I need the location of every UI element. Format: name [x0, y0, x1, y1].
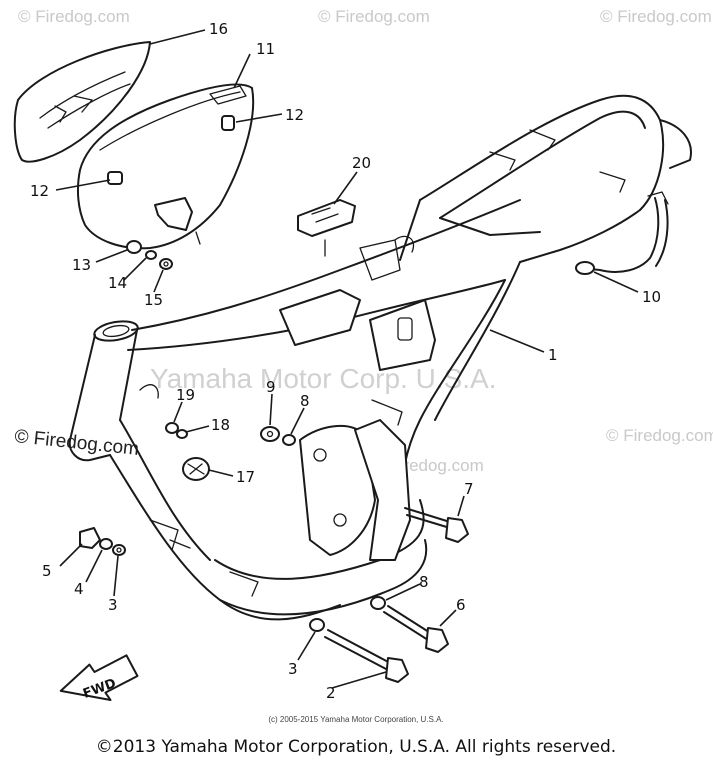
- callout-2: 2: [326, 684, 336, 702]
- callout-11: 11: [256, 40, 275, 58]
- stay-10: [575, 191, 669, 275]
- watermark-right: © Firedog.com: [606, 426, 713, 445]
- nut-washers-5-4-3: [79, 527, 126, 556]
- forward-arrow: FWD: [59, 654, 139, 702]
- callout-12-lower: 12: [30, 182, 49, 200]
- callout-labels: 16 11 12 12 20 13 14 15 10 1 9 8 19 18 1…: [30, 20, 661, 702]
- watermark-left-dark: © Firedog.com: [13, 426, 139, 460]
- washer-bolt-3-2: [309, 618, 409, 683]
- washers-9-8: [260, 426, 296, 446]
- bolt-washer-19-18: [165, 422, 188, 439]
- leader-lines: [55, 29, 639, 689]
- callout-5: 5: [42, 562, 52, 580]
- grommet-17: [182, 457, 210, 481]
- callout-17: 17: [236, 468, 255, 486]
- side-cover-emblem-16: [13, 41, 151, 163]
- callout-15: 15: [144, 291, 163, 309]
- callout-4: 4: [74, 580, 84, 598]
- callout-12-upper: 12: [285, 106, 304, 124]
- callout-3-left: 3: [108, 596, 118, 614]
- callout-9: 9: [266, 378, 276, 396]
- callout-20: 20: [352, 154, 371, 172]
- callout-1: 1: [548, 346, 558, 364]
- main-frame-1: [68, 94, 692, 621]
- fasteners-13-14-15: [126, 240, 173, 270]
- callout-6: 6: [456, 596, 466, 614]
- copyright-main: ©2013 Yamaha Motor Corporation, U.S.A. A…: [96, 737, 616, 757]
- side-cover-11: [76, 83, 255, 250]
- copyright-small: (c) 2005-2015 Yamaha Motor Corporation, …: [268, 715, 443, 724]
- callout-8-lower: 8: [419, 573, 429, 591]
- washer-bolt-8-6: [370, 596, 449, 653]
- callout-18: 18: [211, 416, 230, 434]
- callout-16: 16: [209, 20, 228, 38]
- callout-7: 7: [464, 480, 474, 498]
- watermark-top-center: © Firedog.com: [318, 7, 430, 26]
- callout-19: 19: [176, 386, 195, 404]
- callout-13: 13: [72, 256, 91, 274]
- bolt-7: [404, 507, 469, 543]
- watermark-top-right: © Firedog.com: [600, 7, 712, 26]
- callout-3-bottom: 3: [288, 660, 298, 678]
- callout-8-upper: 8: [300, 392, 310, 410]
- callout-14: 14: [108, 274, 127, 292]
- bracket-20: [297, 199, 356, 257]
- callout-10: 10: [642, 288, 661, 306]
- watermark-top-left: © Firedog.com: [18, 7, 130, 26]
